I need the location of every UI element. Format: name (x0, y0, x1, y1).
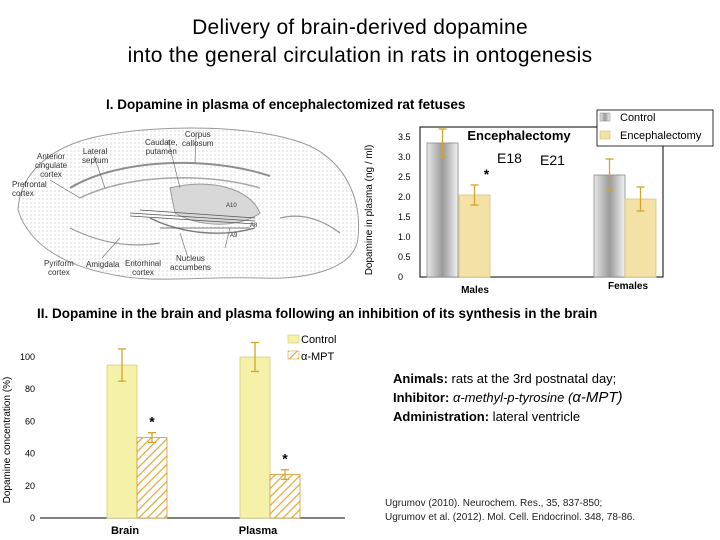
y-tick-label: 60 (25, 416, 35, 426)
y-tick-label: 20 (25, 481, 35, 491)
label-amigdala: Amigdala (86, 260, 120, 269)
y-tick-label: 0.5 (398, 252, 411, 262)
significance-marker: * (484, 166, 490, 182)
corpus-callosum-shape (69, 161, 271, 189)
label-lateral-septum: Lateral septum (82, 147, 109, 165)
y-tick-label: 1.0 (398, 232, 411, 242)
bar-encephalectomy-males (458, 194, 491, 278)
y-axis-label: Dopamine in plasma (ng / ml) (364, 145, 375, 276)
y-tick-label: 80 (25, 384, 35, 394)
label-corpus-callosum: Corpus callosum (182, 130, 214, 148)
x-category-label: Brain (111, 525, 139, 537)
y-tick-label: 1.5 (398, 212, 411, 222)
label-a10: A10 (226, 203, 237, 209)
legend-swatch-control (599, 112, 611, 122)
x-category-label: Males (461, 285, 489, 296)
reference-1: Ugrumov (2010). Neurochem. Res., 35, 837… (385, 498, 603, 509)
bar-ampt-brain (136, 437, 168, 519)
bar-control-males (426, 142, 459, 278)
references: Ugrumov (2010). Neurochem. Res., 35, 837… (385, 497, 715, 525)
bar-control-females (593, 174, 626, 278)
info-inhibitor: Inhibitor: α-methyl-p-tyrosine (α-MPT) (393, 389, 623, 406)
y-tick-label: 3.5 (398, 132, 411, 142)
y-tick-label: 40 (25, 449, 35, 459)
brain-diagram: Anterior cingulate cortex Lateral septum… (10, 118, 365, 288)
label-entorhinal-cortex: Entorhinal cortex (125, 259, 162, 277)
info-animals: Animals: rats at the 3rd postnatal day; (393, 371, 617, 386)
x-category-label: Plasma (239, 525, 278, 537)
bar-ampt-plasma (269, 474, 301, 519)
legend-label-control: Control (301, 334, 336, 346)
y-tick-label: 0 (398, 272, 403, 282)
y-tick-label: 3.0 (398, 152, 411, 162)
label-a8: A8 (250, 223, 258, 229)
legend-label-ampt: α-MPT (301, 351, 335, 363)
label-nucleus-accumbens: Nucleus accumbens (170, 254, 211, 272)
bar-control-plasma (239, 356, 271, 519)
legend-box (596, 109, 714, 147)
e21-label: E21 (540, 152, 565, 168)
main-title: Delivery of brain-derived dopamine into … (0, 14, 720, 70)
significance-marker: * (282, 451, 288, 467)
label-anterior-cingulate: Anterior cingulate cortex (35, 152, 68, 179)
legend-swatch-control (287, 334, 300, 344)
label-prefrontal-cortex: Prefrontal cortex (12, 180, 47, 198)
label-caudate-putamen: Caudate, putamen (145, 138, 178, 156)
bar-encephalectomy-females (624, 198, 657, 278)
y-tick-label: 2.0 (398, 192, 411, 202)
e18-label: E18 (497, 150, 522, 166)
y-axis-label: Dopamine concentration (%) (2, 377, 13, 504)
title-line-1: Delivery of brain-derived dopamine (192, 16, 528, 39)
label-a9: A9 (230, 233, 238, 239)
section-2-title: II. Dopamine in the brain and plasma fol… (37, 306, 598, 321)
encephalectomy-header: Encephalectomy (467, 128, 571, 143)
legend-swatch-ampt (287, 350, 300, 360)
x-category-label: Females (608, 281, 648, 292)
y-tick-label: 0 (30, 513, 35, 523)
significance-marker: * (149, 414, 155, 430)
y-tick-label: 2.5 (398, 172, 411, 182)
label-piriform-cortex: Pyriform cortex (44, 259, 74, 277)
reference-2: Ugrumov et al. (2012). Mol. Cell. Endocr… (385, 512, 636, 523)
brain-sagittal-illustration (17, 127, 360, 280)
section-1-title: I. Dopamine in plasma of encephalectomiz… (106, 97, 466, 112)
y-tick-label: 100 (20, 352, 35, 362)
bar-control-brain (106, 364, 138, 519)
title-line-2: into the general circulation in rats in … (127, 44, 593, 67)
legend-label-encephalectomy: Encephalectomy (620, 130, 702, 142)
legend-swatch-encephalectomy (599, 130, 611, 140)
experiment-info: Animals: rats at the 3rd postnatal day; … (393, 369, 713, 426)
info-administration: Administration: lateral ventricle (393, 409, 581, 424)
legend-label-control: Control (620, 112, 655, 124)
